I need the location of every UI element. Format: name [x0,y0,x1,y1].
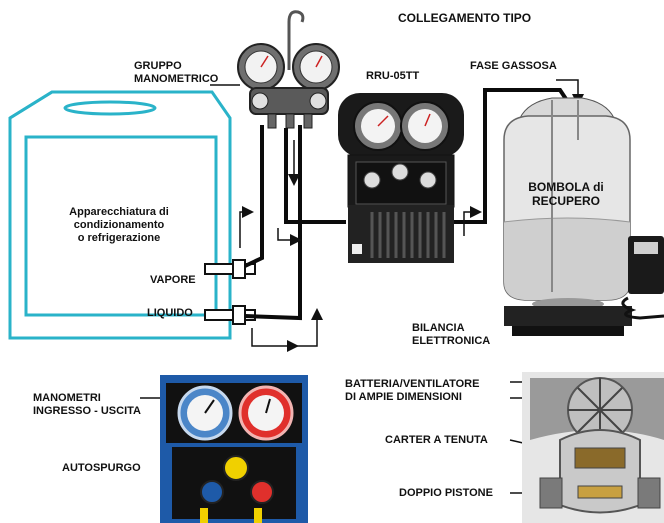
diagram-title: COLLEGAMENTO TIPO [398,11,532,25]
panel-closeup [160,375,308,523]
label-fase-gassosa: FASE GASSOSA [470,60,557,72]
label-apparecchiatura: Apparecchiatura di condizionamento o ref… [44,206,194,245]
appliance-pipes [204,259,256,325]
label-bilancia-line2: ELETTRONICA [412,335,491,347]
label-batteria-line1: BATTERIA/VENTILATORE [345,378,480,390]
label-bombola-line2: RECUPERO [531,194,600,208]
label-appar-line1: Apparecchiatura di [69,206,169,218]
label-manometri-line2: INGRESSO - USCITA [33,405,141,417]
label-appar-line3: o refrigerazione [77,232,161,244]
label-gruppo-manometrico: GRUPPO MANOMETRICO [134,60,218,86]
label-doppio-pistone: DOPPIO PISTONE [399,487,493,499]
compressor-cutaway [522,372,664,523]
label-batteria-line2: DI AMPIE DIMENSIONI [345,391,462,403]
electronic-scale [504,236,664,336]
appliance-box [8,90,232,340]
label-bilancia-line1: BILANCIA [412,322,465,334]
label-manometri: MANOMETRI INGRESSO - USCITA [33,392,141,418]
manifold-gauge-group [237,10,340,129]
label-gruppo-line1: GRUPPO [134,60,182,72]
label-batteria-ventilatore: BATTERIA/VENTILATORE DI AMPIE DIMENSIONI [345,378,479,404]
label-manometri-line1: MANOMETRI [33,392,101,404]
recovery-unit [338,93,464,263]
flow-arrows [239,79,584,352]
label-unit-model: RRU-05TT [366,70,420,82]
label-bombola-line1: BOMBOLA di [528,180,604,194]
recovery-cylinder [503,97,631,310]
label-autospurgo: AUTOSPURGO [62,462,141,474]
label-carter-tenuta: CARTER A TENUTA [385,434,488,446]
label-vapore: VAPORE [150,274,196,286]
label-bombola-recupero: BOMBOLA di RECUPERO [506,180,626,208]
label-bilancia-elettronica: BILANCIA ELETTRONICA [412,322,490,348]
label-liquido: LIQUIDO [147,307,193,319]
hoses [244,88,574,321]
label-appar-line2: condizionamento [73,219,165,231]
label-gruppo-line2: MANOMETRICO [134,73,219,85]
